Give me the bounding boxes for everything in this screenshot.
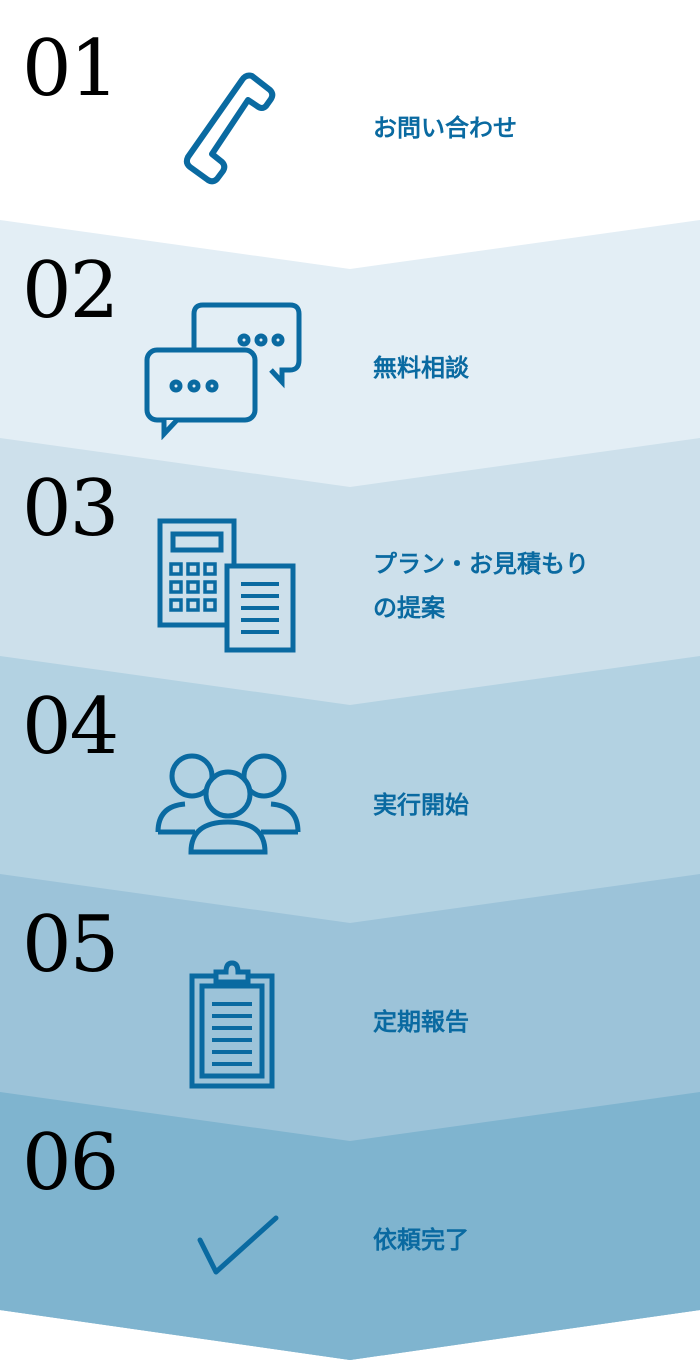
step-label: 依頼完了 <box>373 1226 469 1254</box>
step-number: 06 <box>22 1118 119 1208</box>
step-label: 定期報告 <box>373 1008 469 1036</box>
step-label: プラン・お見積もり の提案 <box>373 550 589 622</box>
clipboard-icon <box>188 960 278 1090</box>
step-label: 実行開始 <box>373 791 469 819</box>
group-icon <box>155 750 301 858</box>
step-number: 04 <box>22 682 119 772</box>
step-number: 01 <box>22 24 119 114</box>
step-label: お問い合わせ <box>373 114 517 142</box>
calculator-document-icon <box>157 518 299 654</box>
phone-icon <box>180 70 280 188</box>
step-number: 03 <box>22 464 119 554</box>
step-label: 無料相談 <box>373 354 469 382</box>
step-number: 05 <box>22 900 119 990</box>
check-icon <box>194 1214 284 1278</box>
step-number: 02 <box>22 246 119 336</box>
step-band <box>0 1092 700 1360</box>
chat-bubbles-icon <box>144 300 304 440</box>
